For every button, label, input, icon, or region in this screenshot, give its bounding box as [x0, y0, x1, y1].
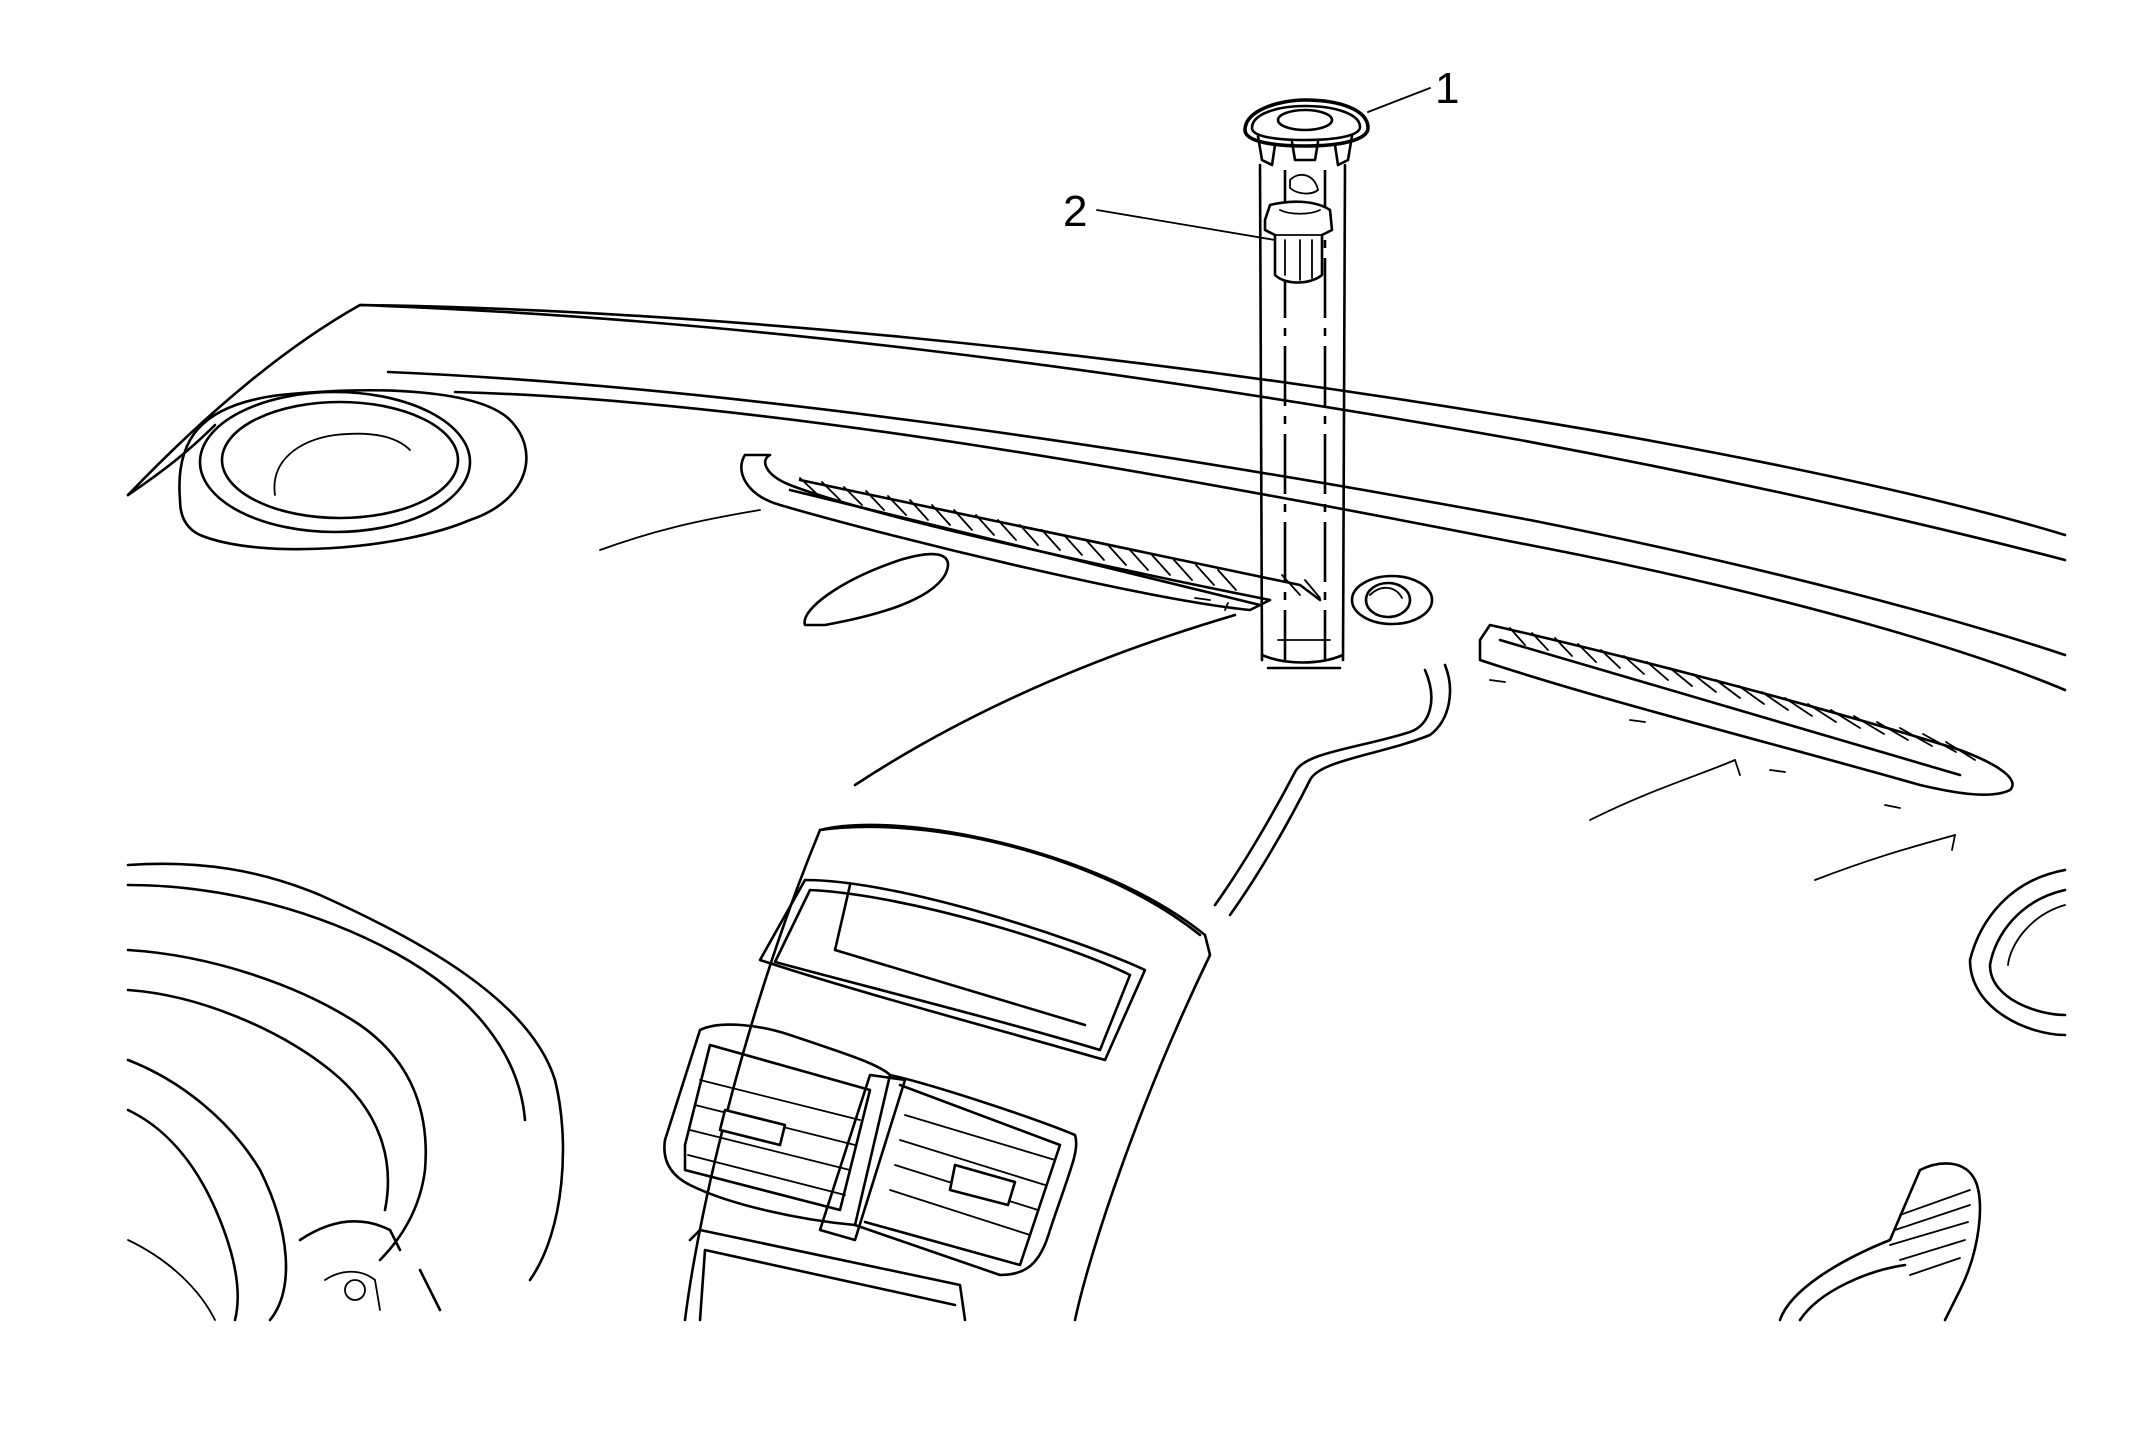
right-defrost-vent	[1478, 623, 2014, 809]
left-defrost-vent	[740, 453, 1322, 612]
right-speaker-grille	[1968, 868, 2067, 1037]
center-air-vents	[663, 1023, 1078, 1277]
callout-1: 1	[1367, 64, 1459, 113]
right-side-vent	[1778, 1162, 1982, 1322]
dash-reflection	[803, 552, 950, 627]
sensor-bezel-part	[1243, 98, 1370, 167]
center-display-bezel	[683, 823, 1212, 1322]
sensor-part	[1263, 173, 1334, 284]
callout-2-label: 2	[1063, 187, 1087, 236]
instrument-cluster-hood	[126, 862, 565, 1322]
callout-2: 2	[1063, 187, 1276, 241]
left-speaker-grille	[178, 389, 528, 551]
dashboard-outline	[126, 303, 2067, 917]
dash-sensor-opening	[1350, 574, 1434, 626]
sensor-installation-path	[1258, 163, 1347, 670]
callout-1-label: 1	[1435, 64, 1459, 113]
